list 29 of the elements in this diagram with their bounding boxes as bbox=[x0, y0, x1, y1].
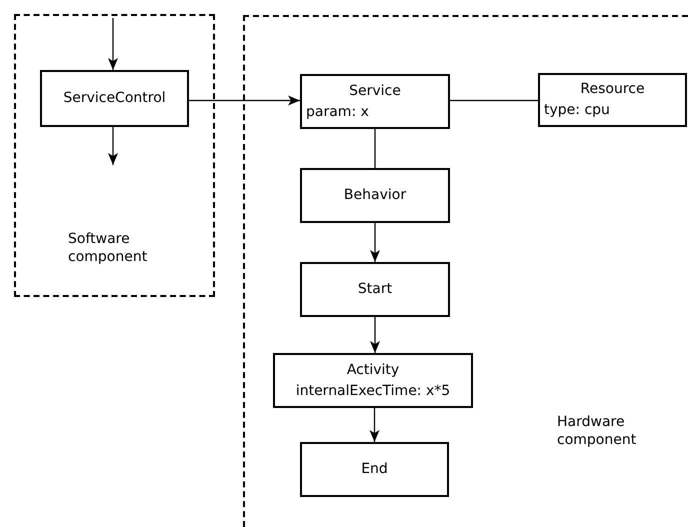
box-attribute: param: x bbox=[305, 102, 370, 122]
box-title: Start bbox=[358, 280, 392, 299]
arrow bbox=[108, 18, 118, 70]
box-title: Behavior bbox=[344, 186, 406, 205]
arrow bbox=[370, 408, 380, 442]
connector-line bbox=[450, 100, 538, 102]
box-title: Service bbox=[349, 82, 401, 100]
box-title: ServiceControl bbox=[63, 89, 166, 108]
region-label: Hardware component bbox=[557, 413, 638, 450]
box-attribute: type: cpu bbox=[543, 101, 611, 120]
process-box bbox=[538, 73, 687, 127]
region-label: Software component bbox=[68, 230, 148, 266]
connector-line bbox=[374, 129, 376, 168]
box-title: End bbox=[361, 460, 388, 479]
arrow bbox=[370, 223, 380, 262]
box-title: Resource bbox=[580, 80, 645, 99]
process-box bbox=[300, 262, 450, 317]
dashed-region bbox=[243, 15, 688, 527]
process-box bbox=[300, 442, 449, 497]
process-box bbox=[300, 74, 450, 129]
process-box bbox=[40, 70, 189, 127]
dashed-region bbox=[14, 14, 215, 297]
box-title: Activity bbox=[346, 360, 400, 380]
process-box bbox=[273, 353, 473, 408]
process-box bbox=[300, 168, 450, 223]
arrow bbox=[108, 127, 118, 165]
arrow bbox=[189, 96, 300, 106]
arrow bbox=[370, 317, 380, 353]
box-attribute: internalExecTime: x*5 bbox=[296, 382, 450, 400]
